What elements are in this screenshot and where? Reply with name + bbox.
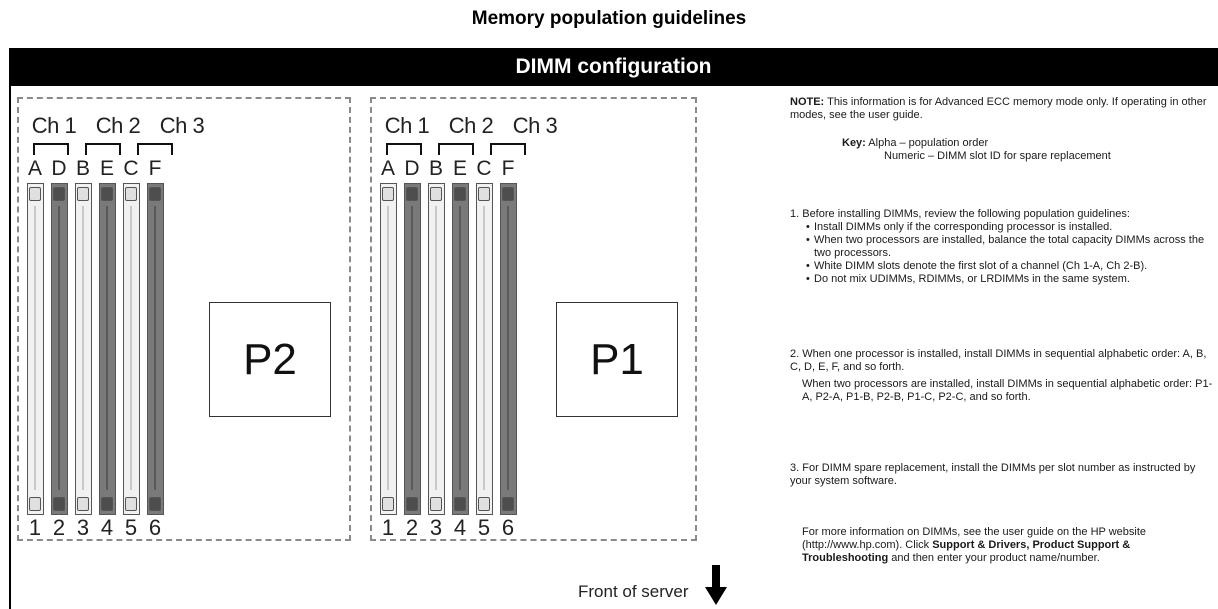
- down-arrow-icon: [705, 565, 727, 605]
- note-paragraph: NOTE: This information is for Advanced E…: [790, 96, 1215, 122]
- slot-letter: C: [476, 157, 492, 180]
- guideline-bullets: Install DIMMs only if the corresponding …: [790, 221, 1215, 286]
- dimm-slot-white: [75, 183, 92, 515]
- channel-bracket-3: [137, 143, 173, 155]
- slot-letter: D: [404, 157, 420, 180]
- processor-panel-p1: Ch 1 Ch 2 Ch 3 A D B E C F 1 2 3 4 5 6 P…: [370, 97, 697, 541]
- guideline-bullet: Install DIMMs only if the corresponding …: [806, 221, 1215, 234]
- guideline-item-3-text: 3. For DIMM spare replacement, install t…: [790, 462, 1196, 487]
- key-legend: Key: Alpha – population order Numeric – …: [842, 137, 1111, 163]
- channel-label-1: Ch 1: [31, 113, 77, 138]
- channel-labels: Ch 1 Ch 2 Ch 3: [379, 113, 563, 139]
- slot-letter: A: [27, 157, 42, 180]
- guideline-bullet: White DIMM slots denote the first slot o…: [806, 260, 1215, 273]
- slot-number: 2: [52, 515, 66, 540]
- processor-p2-box: P2: [209, 302, 331, 417]
- guideline-item-1: 1. Before installing DIMMs, review the f…: [790, 208, 1215, 286]
- dimm-slot-white: [476, 183, 493, 515]
- note-text: This information is for Advanced ECC mem…: [790, 96, 1207, 121]
- more-info-paragraph: For more information on DIMMs, see the u…: [790, 526, 1215, 565]
- guideline-item-3: 3. For DIMM spare replacement, install t…: [790, 462, 1215, 488]
- guideline-bullet: Do not mix UDIMMs, RDIMMs, or LRDIMMs in…: [806, 273, 1215, 286]
- slot-number: 3: [76, 515, 90, 540]
- dimm-configuration-header: DIMM configuration: [9, 48, 1218, 86]
- guideline-item-2: 2. When one processor is installed, inst…: [790, 348, 1215, 404]
- slot-letter: A: [380, 157, 395, 180]
- page-title: Memory population guidelines: [471, 8, 747, 29]
- channel-bracket-2: [85, 143, 121, 155]
- slot-letter: F: [148, 157, 162, 180]
- channel-bracket-3: [490, 143, 526, 155]
- key-label: Key:: [842, 137, 866, 149]
- channel-labels: Ch 1 Ch 2 Ch 3: [26, 113, 210, 139]
- slot-letter: E: [452, 157, 467, 180]
- front-of-server-label: Front of server: [578, 582, 689, 601]
- slot-number: 4: [100, 515, 114, 540]
- dimm-slot-white: [380, 183, 397, 515]
- guideline-bullet: When two processors are installed, balan…: [806, 234, 1215, 260]
- dimm-slot-white: [123, 183, 140, 515]
- guideline-item-2-text: 2. When one processor is installed, inst…: [790, 348, 1207, 373]
- slot-letter: C: [123, 157, 139, 180]
- slot-letter: E: [99, 157, 114, 180]
- channel-label-2: Ch 2: [448, 113, 494, 138]
- dimm-slot-gray: [99, 183, 116, 515]
- slot-letter: B: [75, 157, 90, 180]
- dimm-slot-gray: [500, 183, 517, 515]
- channel-bracket-2: [438, 143, 474, 155]
- note-label: NOTE:: [790, 96, 825, 108]
- slot-letter: F: [501, 157, 515, 180]
- slot-number: 1: [381, 515, 395, 540]
- slot-number: 1: [28, 515, 42, 540]
- channel-label-1: Ch 1: [384, 113, 430, 138]
- slot-letter: D: [51, 157, 67, 180]
- dimm-slot-gray: [51, 183, 68, 515]
- slot-number: 2: [405, 515, 419, 540]
- processor-p1-box: P1: [556, 302, 678, 417]
- channel-label-3: Ch 3: [512, 113, 558, 138]
- dimm-slot-gray: [452, 183, 469, 515]
- slot-number: 5: [124, 515, 138, 540]
- more-info-suffix: and then enter your product name/number.: [888, 552, 1100, 564]
- guideline-item-1-text: 1. Before installing DIMMs, review the f…: [790, 208, 1130, 220]
- frame-left-border: [9, 86, 11, 609]
- slot-letter: B: [428, 157, 443, 180]
- key-alpha: Alpha – population order: [868, 137, 989, 149]
- slot-number: 4: [453, 515, 467, 540]
- channel-bracket-1: [386, 143, 422, 155]
- slot-number: 6: [148, 515, 162, 540]
- dimm-slot-gray: [147, 183, 164, 515]
- processor-panel-p2: Ch 1 Ch 2 Ch 3 A D B E C F 1 2 3 4 5 6 P…: [17, 97, 351, 541]
- channel-label-3: Ch 3: [159, 113, 205, 138]
- guideline-item-2-sub: When two processors are installed, insta…: [802, 378, 1213, 403]
- channel-bracket-1: [33, 143, 69, 155]
- key-numeric: Numeric – DIMM slot ID for spare replace…: [884, 150, 1111, 162]
- more-info-prefix: For more information on DIMMs, see the u…: [802, 526, 1147, 551]
- dimm-slot-white: [428, 183, 445, 515]
- slot-number: 3: [429, 515, 443, 540]
- slot-number: 5: [477, 515, 491, 540]
- more-info-bold: Support & Drivers, Product Support & Tro…: [802, 539, 1131, 564]
- channel-label-2: Ch 2: [95, 113, 141, 138]
- dimm-slot-white: [27, 183, 44, 515]
- dimm-slot-gray: [404, 183, 421, 515]
- slot-number: 6: [501, 515, 515, 540]
